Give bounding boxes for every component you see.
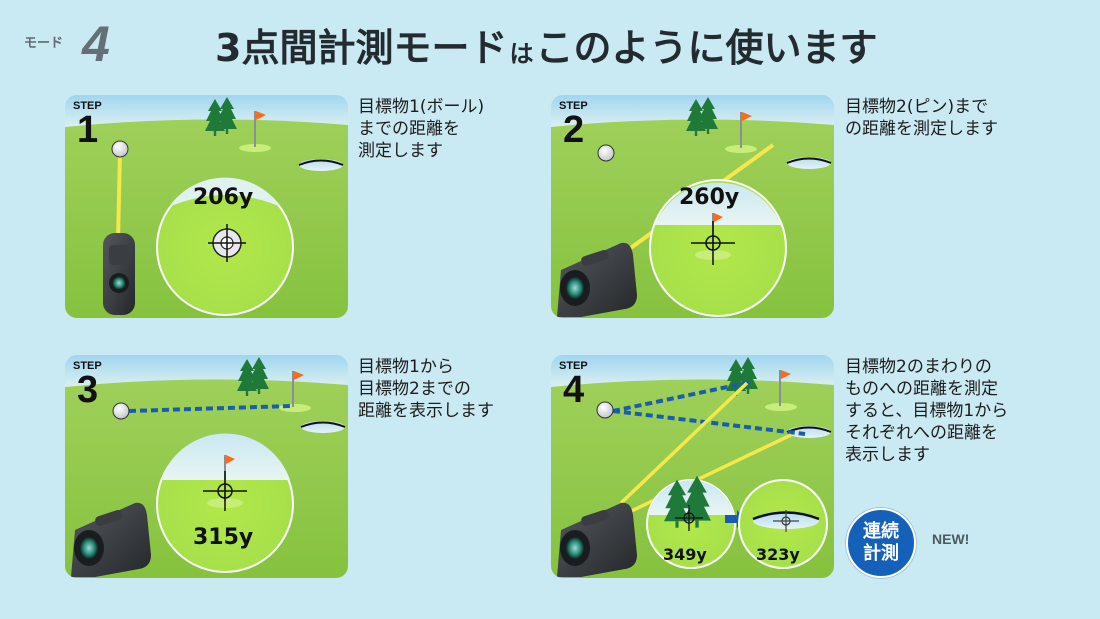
scope-view-trees — [646, 475, 736, 569]
mode-number: 4 — [82, 16, 110, 72]
dotted-distance-line — [612, 380, 752, 413]
step-3-illustration — [65, 355, 348, 578]
step-4-description: 目標物2のまわりの ものへの距離を測定 すると、目標物1から それぞれへの距離を… — [845, 357, 1009, 465]
step-badge: STEP 2 — [559, 100, 588, 151]
page-header: モード 4 3点間計測モード は このように使います — [0, 0, 1100, 90]
title-part2: このように使います — [535, 26, 878, 70]
pond-icon — [786, 156, 832, 170]
crosshair-icon — [208, 224, 246, 262]
step-label: STEP — [73, 360, 102, 372]
laser-line — [622, 433, 792, 517]
title-particle: は — [509, 40, 534, 68]
step-3-panel: STEP 3 315y — [65, 355, 348, 578]
laser-line — [116, 151, 122, 241]
step-label: STEP — [73, 100, 102, 112]
step-4-illustration — [551, 355, 834, 578]
step-2-description: 目標物2(ピン)まで の距離を測定します — [845, 97, 998, 139]
badge-line2: 計測 — [863, 543, 899, 564]
page-title: 3点間計測モード は このように使います — [215, 18, 877, 74]
ball-icon — [597, 144, 615, 162]
laser-line — [619, 381, 749, 505]
step-number: 3 — [77, 369, 99, 411]
ball-icon — [596, 401, 614, 419]
new-label: NEW! — [932, 531, 970, 547]
crosshair-icon — [691, 221, 735, 265]
rangefinder-icon — [557, 502, 637, 577]
pond-icon — [298, 158, 344, 172]
step-label: STEP — [559, 100, 588, 112]
step-number: 1 — [77, 109, 99, 151]
step-number: 4 — [563, 369, 585, 411]
pond-icon — [300, 420, 346, 434]
badge-line1: 連続 — [863, 521, 899, 542]
step-2-panel: STEP 2 260y — [551, 95, 834, 318]
step-3-description: 目標物1から 目標物2までの 距離を表示します — [358, 357, 494, 421]
rangefinder-icon — [103, 233, 135, 315]
step-2-illustration — [551, 95, 834, 318]
title-part1: 3点間計測モード — [215, 26, 508, 70]
step-badge: STEP 4 — [559, 360, 588, 411]
step-1-description: 目標物1(ボール) までの距離を 測定します — [358, 97, 485, 161]
step-4-panel: STEP 4 349y 323y — [551, 355, 834, 578]
rangefinder-icon — [557, 242, 637, 317]
ball-icon — [112, 402, 130, 420]
distance-readout-pond: 323y — [756, 545, 800, 564]
dotted-distance-line — [128, 404, 292, 413]
step-label: STEP — [559, 360, 588, 372]
ball-icon — [111, 140, 129, 158]
step-badge: STEP 1 — [73, 100, 102, 151]
step-1-illustration — [65, 95, 348, 318]
distance-readout-trees: 349y — [663, 545, 707, 564]
step-number: 2 — [563, 109, 585, 151]
mode-label: モード — [24, 36, 64, 51]
crosshair-icon — [203, 471, 247, 511]
rangefinder-icon — [71, 502, 151, 577]
scope-view-pond — [738, 479, 828, 569]
distance-readout: 315y — [193, 525, 254, 550]
step-badge: STEP 3 — [73, 360, 102, 411]
step-1-panel: STEP 1 206y — [65, 95, 348, 318]
continuous-measurement-badge: 連続 計測 — [846, 508, 916, 578]
distance-readout: 206y — [193, 185, 254, 210]
distance-readout: 260y — [679, 185, 740, 210]
